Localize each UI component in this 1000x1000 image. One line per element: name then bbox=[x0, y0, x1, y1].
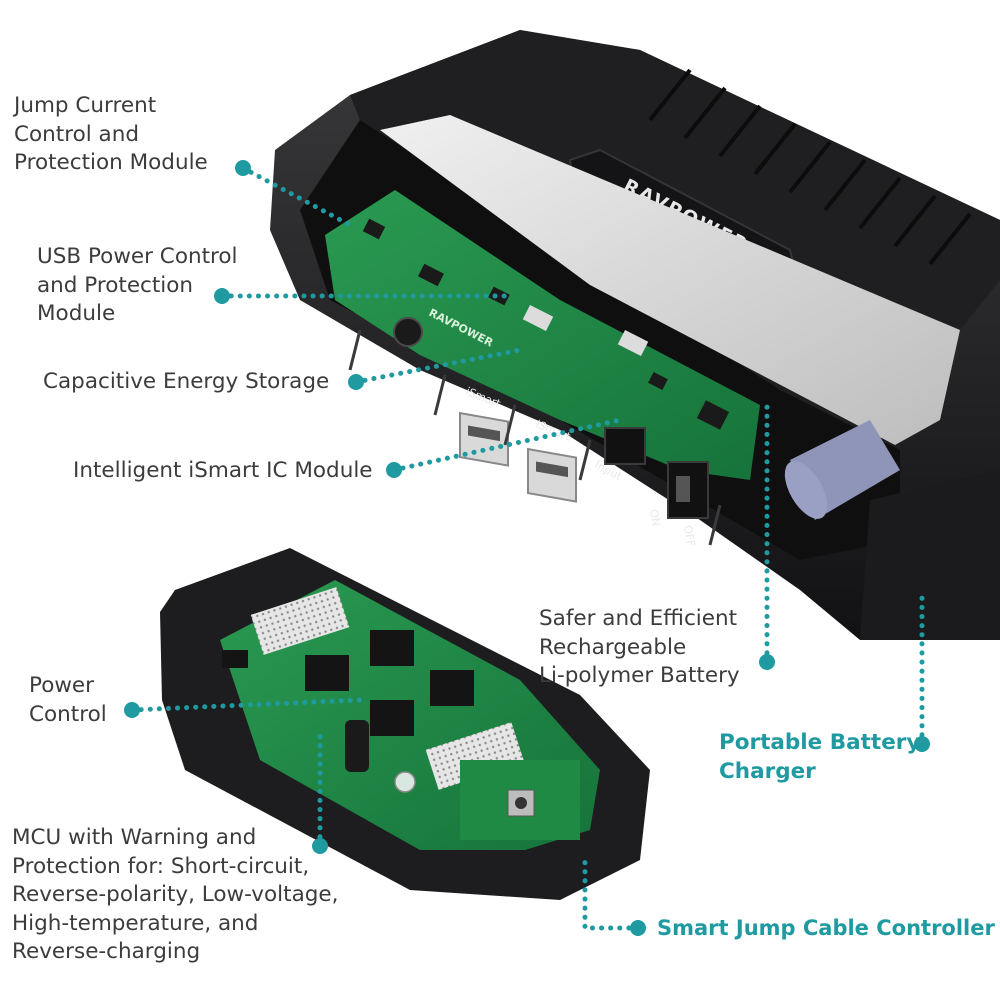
callout-line: Control bbox=[29, 701, 107, 727]
leader-ismart-ic bbox=[391, 417, 623, 473]
callout-capacitive: Capacitive Energy Storage bbox=[43, 368, 329, 397]
callout-mcu: MCU with Warning and Protection for: Sho… bbox=[12, 824, 338, 967]
dot-usb-power bbox=[214, 288, 230, 304]
leader-cable-controller bbox=[582, 857, 641, 931]
smd-labels bbox=[522, 304, 649, 357]
callout-usb-power: USB Power Control and Protection Module bbox=[37, 243, 238, 329]
callout-line: Module bbox=[37, 301, 116, 326]
callout-cable-controller: Smart Jump Cable Controller bbox=[657, 914, 995, 943]
battery-cell bbox=[784, 420, 900, 520]
main-pcb bbox=[325, 190, 760, 480]
callout-leaders bbox=[129, 165, 925, 931]
dot-mcu bbox=[312, 838, 328, 854]
callout-line: Reverse-polarity, Low-voltage, bbox=[12, 882, 339, 907]
switch-label-off: OFF bbox=[681, 524, 698, 547]
lid-ridges bbox=[648, 68, 972, 266]
callout-power-control: Power Control bbox=[29, 672, 107, 729]
callout-line: MCU with Warning and bbox=[12, 825, 257, 850]
callout-ismart-ic: Intelligent iSmart IC Module bbox=[73, 457, 373, 486]
leader-power-control bbox=[129, 697, 363, 713]
cable-controller-unit bbox=[160, 548, 650, 900]
dot-li-polymer bbox=[759, 654, 775, 670]
power-button bbox=[393, 317, 423, 347]
usb-port-1 bbox=[459, 411, 509, 467]
callout-line: Intelligent iSmart IC Module bbox=[73, 458, 373, 483]
usb-port-2 bbox=[527, 447, 577, 503]
switch-label-on: ON bbox=[647, 508, 663, 527]
capacitor bbox=[345, 720, 369, 772]
solder-pad-2 bbox=[425, 722, 525, 790]
jump-starter-unit: RAVPOWER RAVPOWER bbox=[270, 30, 1000, 640]
dot-capacitive bbox=[348, 374, 364, 390]
leader-jump-current bbox=[240, 165, 353, 228]
pcb-components bbox=[362, 218, 730, 430]
callout-line: Protection for: Short-circuit, bbox=[12, 853, 310, 879]
callout-line: Li-polymer Battery bbox=[539, 663, 740, 688]
callout-line: Reverse-charging bbox=[12, 939, 201, 964]
callout-line: Protection Module bbox=[14, 150, 208, 175]
controller-chip bbox=[222, 650, 248, 668]
callout-line: Charger bbox=[719, 758, 816, 784]
dot-jump-current bbox=[235, 160, 251, 176]
dot-ismart-ic bbox=[386, 462, 402, 478]
callout-line: High-temperature, and bbox=[12, 910, 259, 936]
callout-line: USB Power Control bbox=[37, 244, 238, 269]
solder-pad-1 bbox=[250, 587, 350, 655]
callout-line: Portable Battery bbox=[719, 730, 921, 755]
case-end-cap bbox=[860, 470, 1000, 640]
input-jack bbox=[604, 427, 646, 465]
callout-li-polymer: Safer and Efficient Rechargeable Li-poly… bbox=[539, 605, 740, 691]
dot-portable-charger bbox=[914, 736, 930, 752]
dot-cable-controller bbox=[630, 920, 646, 936]
callout-portable-charger: Portable Battery Charger bbox=[719, 729, 920, 786]
callout-line: and Protection bbox=[37, 272, 194, 298]
li-polymer-battery bbox=[380, 115, 960, 445]
leader-capacitive bbox=[353, 347, 523, 385]
dot-power-control bbox=[124, 702, 140, 718]
callout-line: Rechargeable bbox=[539, 634, 687, 660]
indicator-led bbox=[394, 771, 416, 793]
callout-line: Power bbox=[29, 673, 95, 698]
callout-line: Smart Jump Cable Controller bbox=[657, 916, 995, 940]
mosfets bbox=[305, 630, 474, 736]
callout-dots bbox=[124, 160, 930, 936]
callout-line: Capacitive Energy Storage bbox=[43, 369, 330, 394]
callout-line: Safer and Efficient bbox=[539, 606, 738, 631]
callout-line: Control and bbox=[14, 121, 140, 147]
case-front-ridges bbox=[348, 329, 722, 546]
callout-jump-current: Jump Current Control and Protection Modu… bbox=[14, 92, 208, 178]
callout-line: Jump Current bbox=[14, 93, 157, 118]
